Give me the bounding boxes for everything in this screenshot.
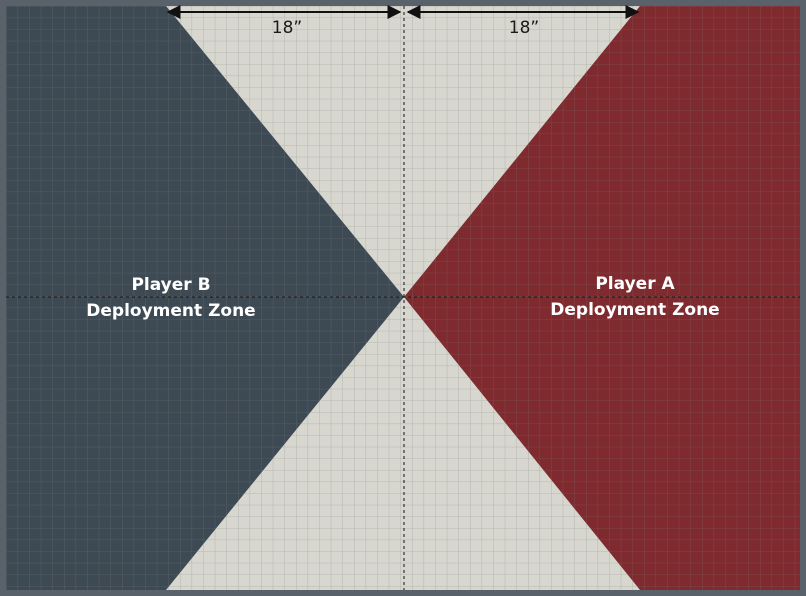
right-measure-label: 18” — [509, 18, 539, 38]
player-a-zone-label: Deployment Zone — [550, 300, 719, 320]
grid-overlay — [6, 6, 800, 590]
left-measure-label: 18” — [272, 18, 302, 38]
player-b-label: Player B — [131, 275, 210, 295]
player-a-label: Player A — [595, 274, 675, 294]
player-b-zone-label: Deployment Zone — [86, 301, 255, 321]
